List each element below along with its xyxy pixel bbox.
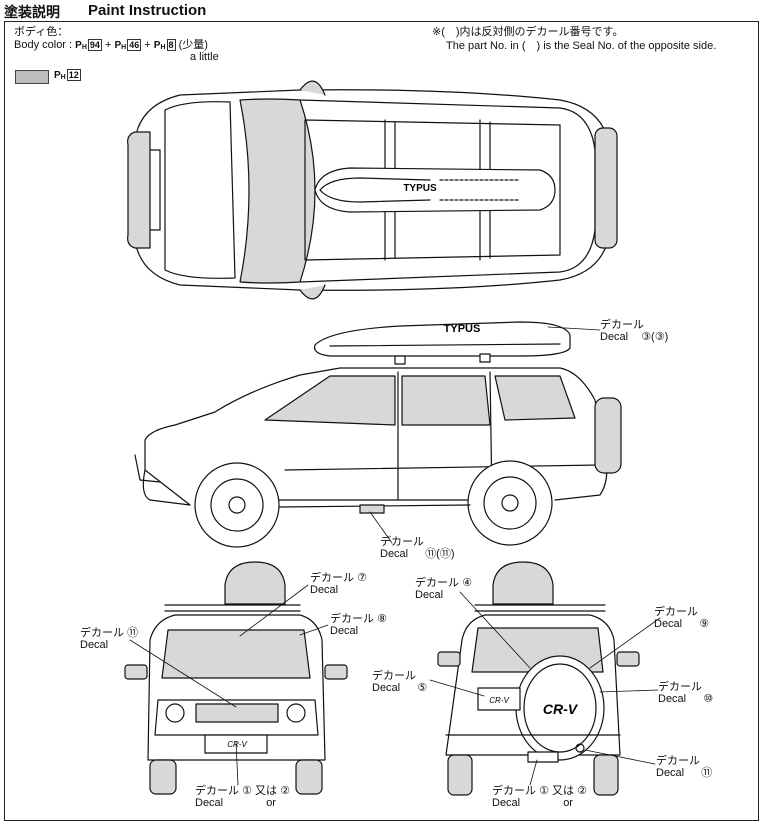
callout-front-bottom: デカール ① 又は ② Decal or bbox=[195, 785, 290, 809]
note-en: The part No. in ( ) is the Seal No. of t… bbox=[446, 40, 717, 52]
title-english: Paint Instruction bbox=[88, 2, 207, 19]
callout-rear-5: デカール Decal ⑤ bbox=[372, 670, 428, 694]
instruction-frame bbox=[4, 21, 759, 821]
callout-front-11: デカール ⑪ Decal bbox=[80, 627, 139, 651]
grey-swatch bbox=[15, 70, 49, 84]
body-color-label-en: Body color : bbox=[14, 39, 73, 51]
callout-rear-10: デカール Decal ⑩ bbox=[658, 681, 714, 705]
callout-rear-bottom: デカール ① 又は ② Decal or bbox=[492, 785, 587, 809]
title-japanese: 塗装説明 bbox=[4, 5, 60, 21]
callout-rear-9: デカール Decal ⑨ bbox=[654, 606, 710, 630]
spare-tire-logo: CR-V bbox=[543, 701, 579, 717]
callout-roof-box: デカール Decal ③(③) bbox=[600, 319, 669, 343]
body-color-label-jp: ボディ色： bbox=[14, 26, 69, 38]
plus-sign-1: + bbox=[104, 39, 112, 51]
top-view-car bbox=[127, 80, 618, 300]
roof-box-logo-top: TYPUS bbox=[403, 183, 437, 194]
callout-front-7: デカール ⑦ Decal bbox=[310, 572, 367, 596]
rear-view-car bbox=[437, 561, 640, 796]
leader-lines bbox=[129, 326, 661, 786]
front-crv-badge: CR-V bbox=[227, 740, 247, 749]
front-view-car bbox=[124, 561, 348, 795]
plus-sign-2: + bbox=[144, 39, 151, 51]
note-jp: ※( )内は反対側のデカール番号です。 bbox=[432, 26, 624, 38]
callout-rear-11: デカール Decal ⑪ bbox=[656, 755, 713, 779]
rear-crv-badge: CR-V bbox=[489, 696, 509, 705]
callout-side-bottom: デカール Decal ⑪(⑪) bbox=[380, 536, 455, 560]
little-en: a little bbox=[190, 51, 219, 63]
little-jp: (少量) bbox=[178, 39, 208, 51]
side-view-car bbox=[134, 321, 622, 548]
callout-rear-4: デカール ④ Decal bbox=[415, 577, 472, 601]
roof-box-logo-side: TYPUS bbox=[444, 323, 481, 335]
callout-front-8: デカール ⑧ Decal bbox=[330, 613, 387, 637]
